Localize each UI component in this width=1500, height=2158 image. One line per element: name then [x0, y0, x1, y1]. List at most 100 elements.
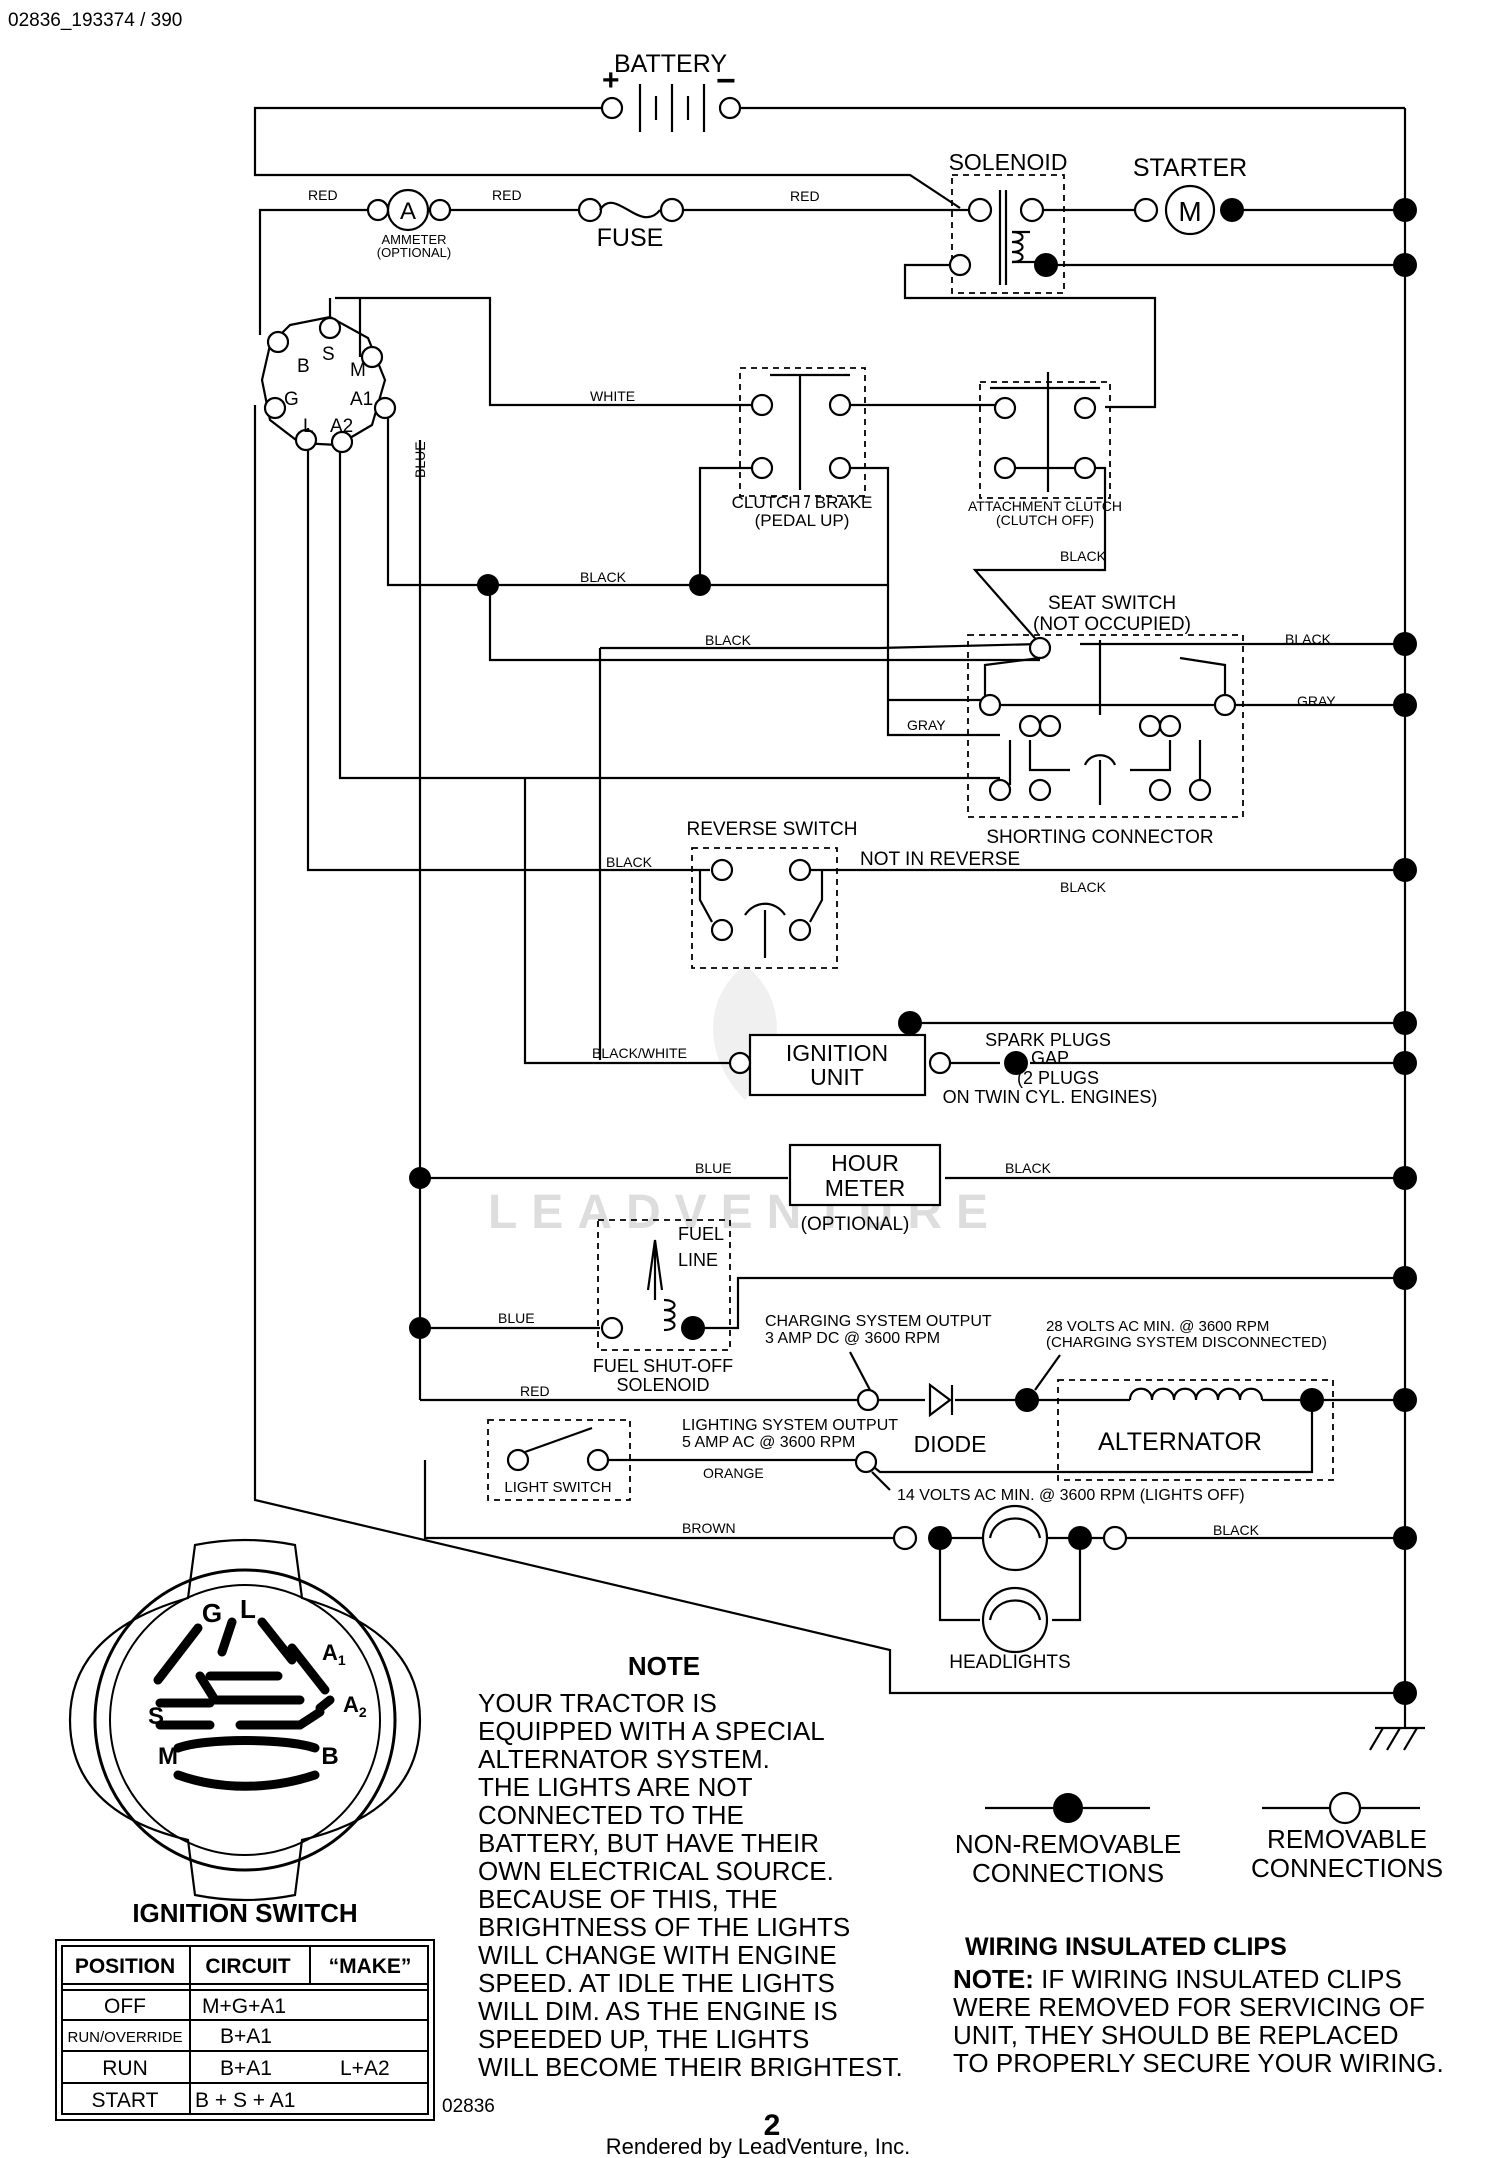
note-title: NOTE: [628, 1651, 700, 1681]
terminal-m: M: [350, 360, 366, 381]
wire-label-black-white: BLACK/WHITE: [592, 1045, 687, 1061]
face-terminal-a2: A2: [343, 1692, 367, 1720]
ignition-switch-face: G L A1 A2 S M B: [68, 1538, 422, 1902]
clips-line-1: NOTE: IF WIRING INSULATED CLIPS: [953, 1964, 1402, 1994]
attachment-clutch-switch: ATTACHMENT CLUTCH (CLUTCH OFF): [968, 372, 1122, 528]
wire-label-black-2: BLACK: [1060, 548, 1107, 564]
attachment-clutch-note: (CLUTCH OFF): [996, 512, 1094, 528]
battery: BATTERY + −: [600, 50, 742, 132]
spark-plugs-label-2: GAP: [1031, 1048, 1069, 1068]
ground-icon: [1369, 1700, 1425, 1751]
note-line: BATTERY, BUT HAVE THEIR: [478, 1828, 819, 1858]
face-terminal-s: S: [148, 1703, 164, 1730]
lighting-output-label-2: 5 AMP AC @ 3600 RPM: [682, 1434, 855, 1451]
spark-plugs-label-4: ON TWIN CYL. ENGINES): [943, 1087, 1158, 1107]
terminal-l: L: [303, 416, 314, 437]
junction-dots: [409, 198, 1417, 1705]
battery-label: BATTERY: [614, 50, 727, 78]
clutch-brake-label: CLUTCH / BRAKE: [732, 493, 873, 512]
table-row-position: RUN/OVERRIDE: [67, 2029, 182, 2046]
fuse-label: FUSE: [597, 224, 664, 252]
hour-meter-note: (OPTIONAL): [801, 1214, 910, 1235]
negative-icon: −: [716, 62, 736, 100]
note-line: WILL DIM. AS THE ENGINE IS: [478, 1996, 838, 2026]
note-line: ALTERNATOR SYSTEM.: [478, 1744, 770, 1774]
note-line: THE LIGHTS ARE NOT: [478, 1772, 753, 1802]
note-line: SPEEDED UP, THE LIGHTS: [478, 2024, 809, 2054]
table-header-make: “MAKE”: [329, 1955, 412, 1978]
fuel-line-label-1: FUEL: [678, 1224, 724, 1244]
table-row-position: OFF: [104, 1995, 146, 2018]
note-line: EQUIPPED WITH A SPECIAL: [478, 1716, 825, 1746]
table-row-circuit: B+A1: [220, 2057, 272, 2080]
face-terminal-l: L: [240, 1594, 256, 1624]
ac-min-label-2: (CHARGING SYSTEM DISCONNECTED): [1046, 1334, 1327, 1351]
note-line: BRIGHTNESS OF THE LIGHTS: [478, 1912, 850, 1942]
wire-label-black-4: BLACK: [1285, 631, 1332, 647]
starter-label: STARTER: [1133, 154, 1247, 182]
lighting-output-label-1: LIGHTING SYSTEM OUTPUT: [682, 1417, 898, 1434]
wiring-clips-note: WIRING INSULATED CLIPS NOTE: IF WIRING I…: [953, 1933, 1444, 2078]
not-in-reverse-label: NOT IN REVERSE: [860, 849, 1020, 870]
wire-label-red-4: RED: [520, 1383, 550, 1399]
headlights-label: HEADLIGHTS: [949, 1652, 1070, 1673]
rendered-by: Rendered by LeadVenture, Inc.: [606, 2134, 911, 2158]
ammeter-note: (OPTIONAL): [377, 245, 451, 260]
clutch-brake-note: (PEDAL UP): [755, 511, 850, 530]
ammeter: A AMMETER (OPTIONAL): [366, 188, 451, 260]
note-line: BECAUSE OF THIS, THE: [478, 1884, 778, 1914]
wire-label-black-6: BLACK: [1060, 879, 1107, 895]
table-row-circuit: B + S + A1: [195, 2089, 295, 2112]
ignition-unit: IGNITION UNIT SPARK PLUGS GAP (2 PLUGS O…: [728, 1030, 1158, 1107]
wire-label-gray-2: GRAY: [907, 717, 946, 733]
wire-label-black-7: BLACK: [1005, 1160, 1052, 1176]
face-terminal-a1: A1: [322, 1640, 346, 1668]
starter-motor: STARTER M: [1133, 154, 1247, 236]
fuel-solenoid-label-1: FUEL SHUT-OFF: [593, 1356, 733, 1376]
table-header-circuit: CIRCUIT: [205, 1955, 290, 1978]
wire-label-black-8: BLACK: [1213, 1522, 1260, 1538]
wire-label-red-2: RED: [492, 187, 522, 203]
table-row-position: RUN: [102, 2057, 148, 2080]
starter-symbol: M: [1178, 196, 1201, 227]
fuel-line-label-2: LINE: [678, 1250, 718, 1270]
wire-label-black-1: BLACK: [580, 569, 627, 585]
legend-nonremovable-2: CONNECTIONS: [972, 1858, 1164, 1888]
wire-label-white: WHITE: [590, 388, 635, 404]
note-line: WILL CHANGE WITH ENGINE: [478, 1940, 837, 1970]
wire-label-red-1: RED: [308, 187, 338, 203]
face-terminal-g: G: [202, 1598, 222, 1628]
hour-meter: HOUR METER (OPTIONAL): [788, 1143, 942, 1235]
wire-label-blue-vertical: BLUE: [412, 441, 428, 478]
positive-icon: +: [602, 64, 620, 97]
table-row-circuit: M+G+A1: [202, 1995, 286, 2018]
fuse: FUSE: [577, 197, 685, 252]
headlights: HEADLIGHTS: [892, 1504, 1128, 1673]
table-row-position: START: [92, 2089, 159, 2112]
spark-plugs-label-1: SPARK PLUGS: [985, 1030, 1111, 1050]
wire-label-blue-1: BLUE: [695, 1160, 732, 1176]
shorting-connector-label: SHORTING CONNECTOR: [986, 827, 1213, 848]
ammeter-symbol: A: [400, 198, 416, 225]
terminal-a1: A1: [350, 389, 373, 410]
charging-output-label-2: 3 AMP DC @ 3600 RPM: [765, 1330, 940, 1347]
diode-label: DIODE: [914, 1431, 987, 1457]
diagram-code: 02836: [442, 2096, 495, 2117]
document-id: 02836_193374 / 390: [8, 10, 182, 31]
attachment-clutch-label: ATTACHMENT CLUTCH: [968, 498, 1122, 514]
connection-legend: NON-REMOVABLE CONNECTIONS REMOVABLE CONN…: [955, 1791, 1443, 1888]
wire-label-gray-1: GRAY: [1297, 693, 1336, 709]
wire-label-orange: ORANGE: [703, 1465, 764, 1481]
ignition-switch-table: IGNITION SWITCH POSITION CIRCUIT “MAKE” …: [55, 1898, 435, 2121]
note-line: CONNECTED TO THE: [478, 1800, 744, 1830]
ammeter-label: AMMETER: [382, 232, 447, 247]
reverse-switch-label: REVERSE SWITCH: [686, 819, 857, 840]
wire-label-blue-2: BLUE: [498, 1310, 535, 1326]
note-line: WILL BECOME THEIR BRIGHTEST.: [478, 2052, 903, 2082]
note-line: YOUR TRACTOR IS: [478, 1688, 717, 1718]
table-row-extra: L+A2: [340, 2057, 390, 2080]
wire-label-black-5: BLACK: [606, 854, 653, 870]
